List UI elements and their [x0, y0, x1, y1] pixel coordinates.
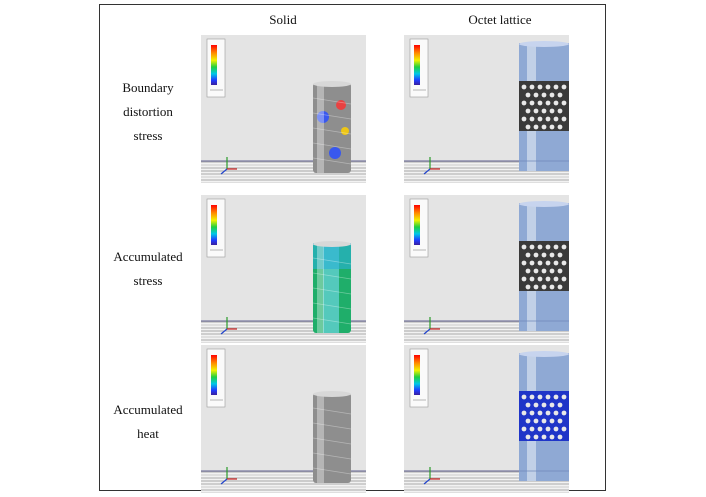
row-label-line: stress	[133, 273, 163, 288]
simulation-viewport	[201, 195, 366, 343]
simulation-viewport	[404, 345, 569, 493]
cylinder-part	[312, 81, 352, 173]
panel-solid-accumulated-heat	[201, 345, 366, 493]
color-legend-bar	[206, 348, 226, 408]
cylinder-part	[519, 41, 569, 171]
cylinder-part	[312, 241, 352, 333]
color-legend-bar	[409, 198, 429, 258]
axis-triad-icon	[423, 317, 440, 335]
cylinder-part	[312, 391, 352, 483]
simulation-viewport	[404, 195, 569, 343]
axis-triad-icon	[220, 157, 237, 175]
axis-triad-icon	[220, 317, 237, 335]
panel-lattice-accumulated-stress	[404, 195, 569, 343]
panel-solid-accumulated-stress	[201, 195, 366, 343]
simulation-viewport	[201, 35, 366, 183]
row-label-line: heat	[137, 426, 159, 441]
row-label-line: Boundary	[122, 80, 174, 95]
cylinder-part	[519, 351, 569, 481]
color-legend-bar	[206, 38, 226, 98]
column-header-octet-lattice: Octet lattice	[468, 12, 532, 27]
row-label-line: stress	[133, 128, 163, 143]
simulation-viewport	[201, 345, 366, 493]
axis-triad-icon	[423, 157, 440, 175]
row-label-accumulated-heat: Accumulated heat	[100, 398, 196, 446]
row-label-line: Accumulated	[113, 249, 183, 264]
panel-solid-boundary-distortion-stress	[201, 35, 366, 183]
row-label-line: distortion	[123, 104, 173, 119]
column-header-solid: Solid	[269, 12, 297, 27]
color-legend-bar	[409, 38, 429, 98]
axis-triad-icon	[220, 467, 237, 485]
cylinder-part	[519, 201, 569, 331]
simulation-viewport	[404, 35, 569, 183]
color-legend-bar	[206, 198, 226, 258]
row-label-line: Accumulated	[113, 402, 183, 417]
panel-lattice-boundary-distortion-stress	[404, 35, 569, 183]
color-legend-bar	[409, 348, 429, 408]
row-label-accumulated-stress: Accumulated stress	[100, 245, 196, 293]
panel-lattice-accumulated-heat	[404, 345, 569, 493]
row-label-boundary-distortion-stress: Boundary distortion stress	[100, 76, 196, 148]
axis-triad-icon	[423, 467, 440, 485]
